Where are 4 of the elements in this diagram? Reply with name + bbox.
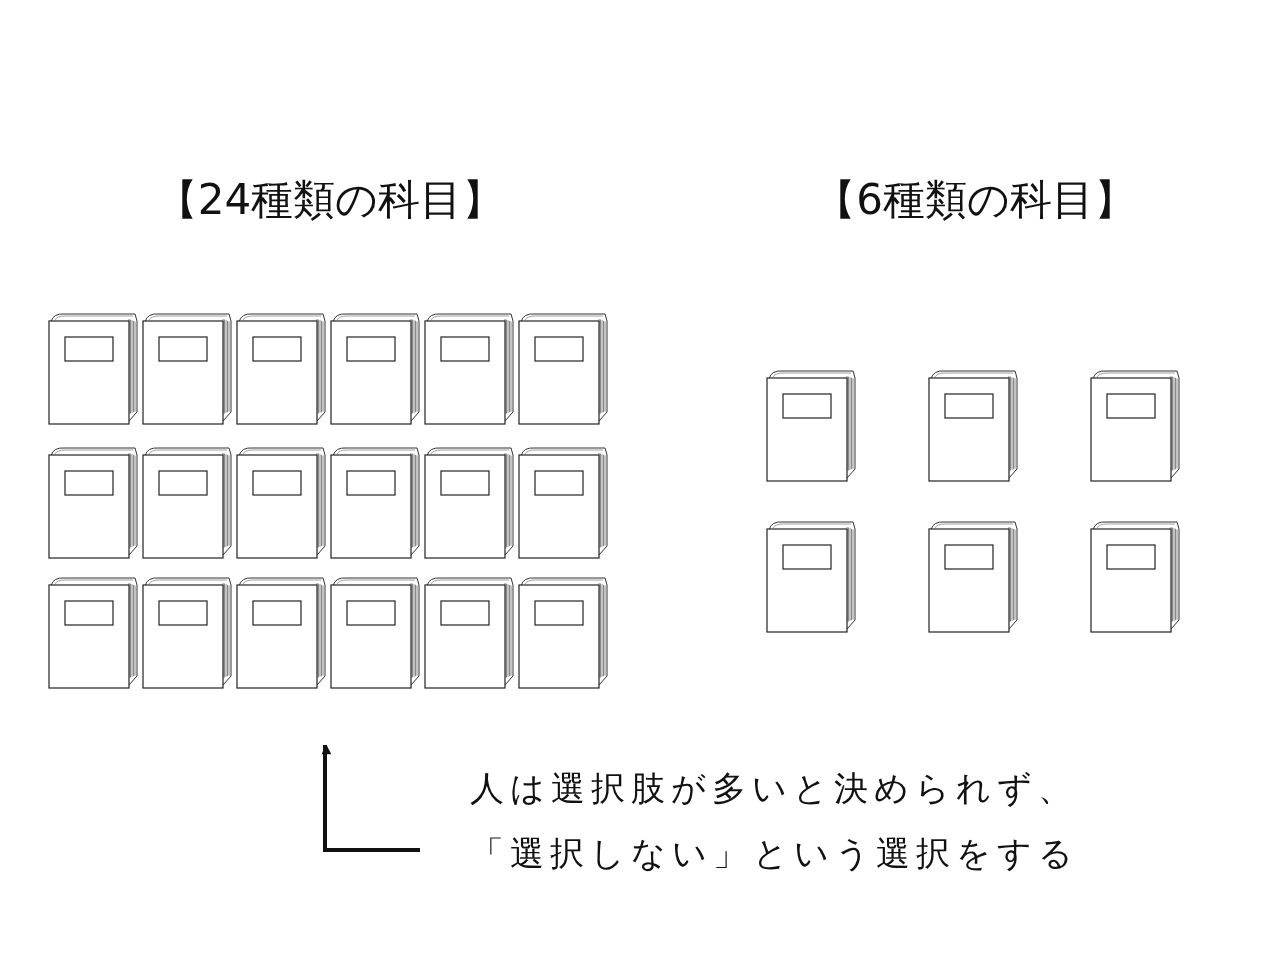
caption-text: 人は選択肢が多いと決められず、「選択しない」という選択をする <box>470 767 1080 875</box>
group-heading: 【24種類の科目】 <box>154 174 506 226</box>
group-heading: 【6種類の科目】 <box>813 174 1137 226</box>
arrow <box>321 744 420 852</box>
